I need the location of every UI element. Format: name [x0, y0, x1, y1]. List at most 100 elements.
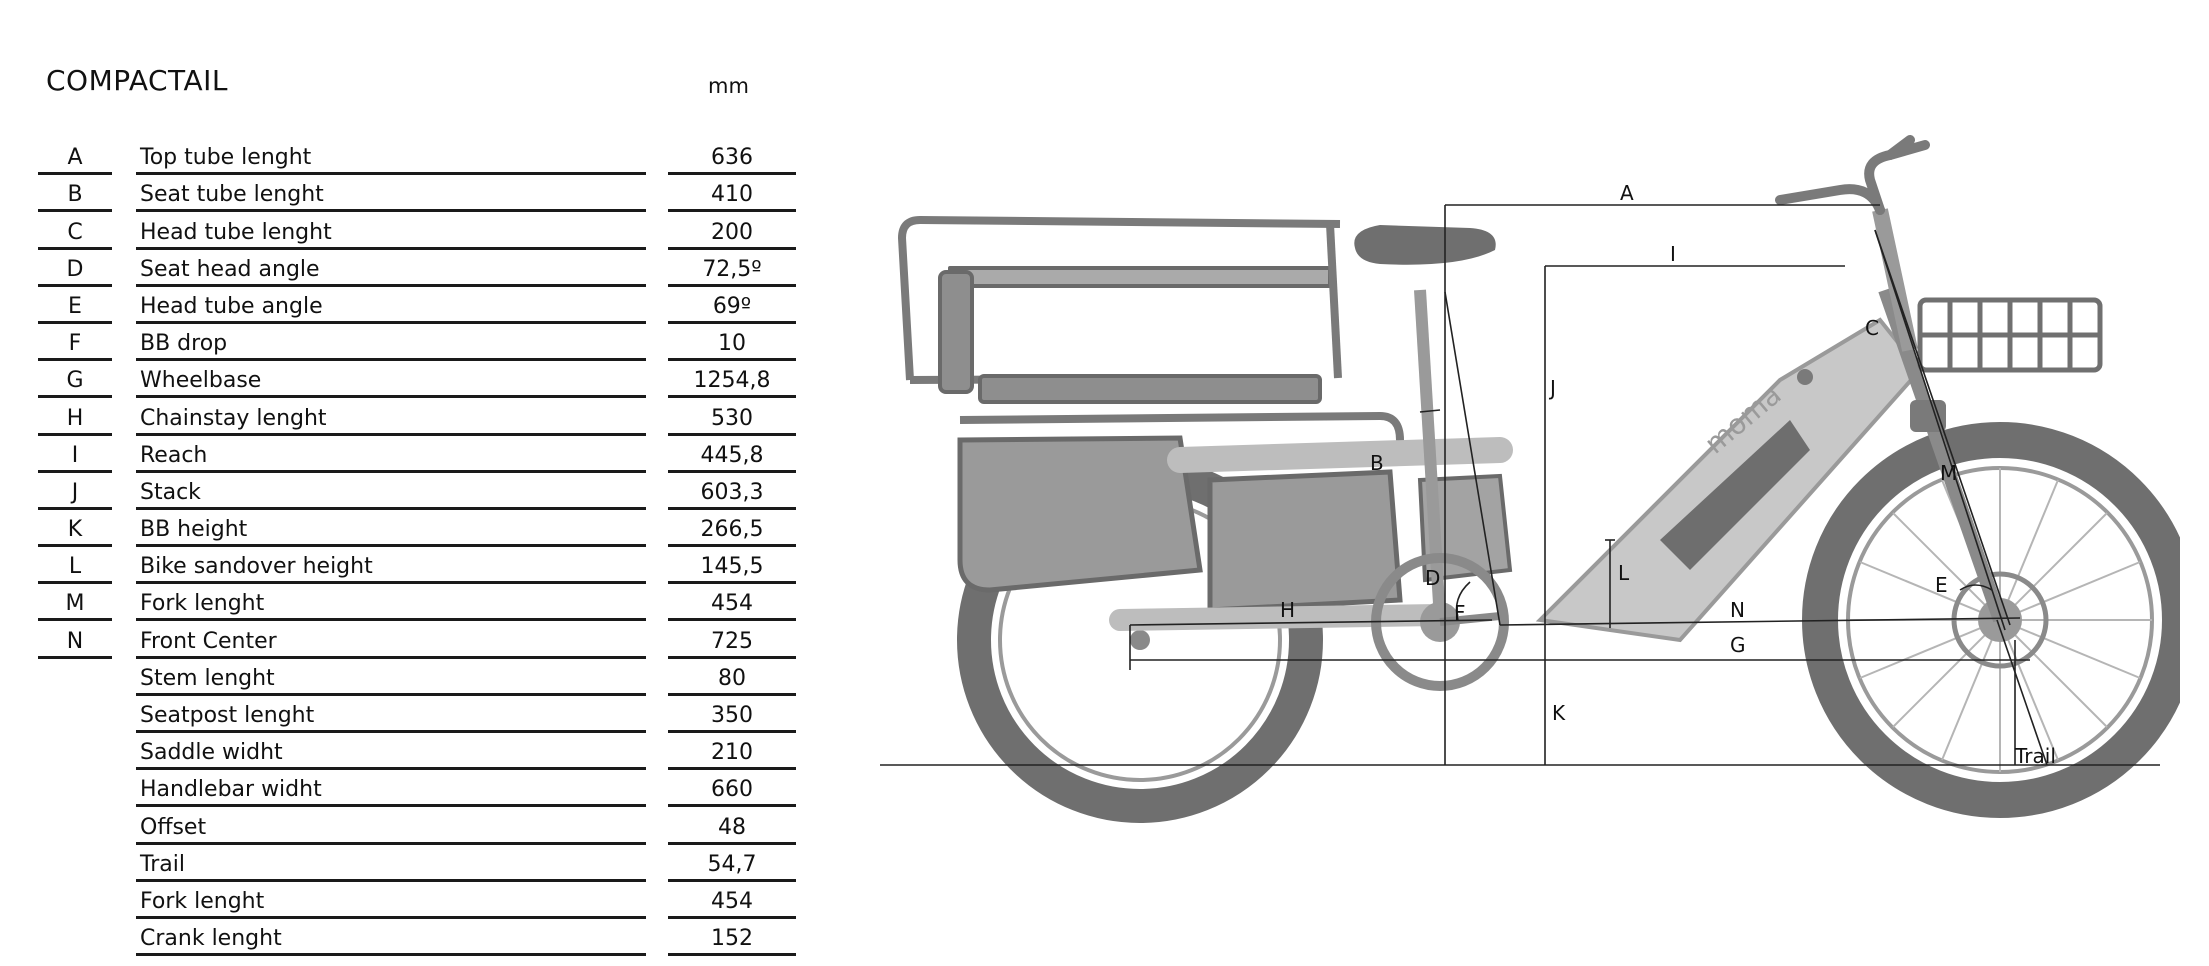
row-spacer [112, 882, 136, 919]
bike-geometry-diagram: moma [880, 135, 2180, 823]
row-letter: F [38, 324, 112, 362]
row-value: 410 [668, 175, 796, 213]
row-measurement-name: Bike sandover height [136, 547, 646, 585]
row-spacer [646, 659, 668, 696]
row-letter: J [38, 473, 112, 510]
dim-label-g: G [1730, 633, 1746, 657]
row-spacer [646, 882, 668, 919]
row-letter: K [38, 510, 112, 548]
row-letter [38, 733, 112, 770]
unit-label: mm [708, 74, 749, 98]
row-measurement-name: Stack [136, 473, 646, 510]
saddle [1354, 225, 1496, 621]
row-spacer [112, 845, 136, 882]
handlebar [1775, 135, 1930, 215]
dim-label-e: E [1935, 573, 1948, 597]
dim-label-h: H [1280, 598, 1295, 622]
row-spacer [112, 212, 136, 249]
row-spacer [112, 770, 136, 807]
row-spacer [112, 547, 136, 584]
row-spacer [646, 733, 668, 770]
row-value: 54,7 [668, 845, 796, 882]
dim-label-c: C [1865, 316, 1879, 340]
row-measurement-name: Front Center [136, 621, 646, 659]
row-spacer [646, 212, 668, 249]
row-spacer [112, 510, 136, 547]
row-letter [38, 696, 112, 733]
row-value: 200 [668, 212, 796, 250]
row-value: 210 [668, 733, 796, 771]
table-row: Saddle widht 210 [38, 733, 796, 771]
row-measurement-name: Chainstay lenght [136, 398, 646, 436]
row-spacer [112, 436, 136, 473]
row-letter: H [38, 398, 112, 436]
row-value: 660 [668, 770, 796, 808]
row-spacer [112, 584, 136, 621]
row-spacer [646, 547, 668, 584]
row-spacer [112, 287, 136, 324]
row-spacer [646, 287, 668, 324]
row-measurement-name: Head tube lenght [136, 212, 646, 250]
row-measurement-name: Fork lenght [136, 584, 646, 622]
row-measurement-name: Top tube lenght [136, 138, 646, 176]
row-value: 145,5 [668, 547, 796, 585]
row-letter: M [38, 584, 112, 622]
row-spacer [646, 845, 668, 882]
table-row: Offset 48 [38, 807, 796, 845]
row-spacer [112, 733, 136, 770]
row-spacer [646, 510, 668, 547]
row-value: 530 [668, 398, 796, 436]
row-spacer [112, 175, 136, 212]
row-spacer [112, 621, 136, 658]
page-title: COMPACTAIL [46, 64, 228, 97]
row-letter: E [38, 287, 112, 324]
row-spacer [646, 250, 668, 287]
row-value: 350 [668, 696, 796, 733]
row-spacer [646, 919, 668, 956]
row-letter: G [38, 361, 112, 399]
row-spacer [646, 770, 668, 807]
row-spacer [646, 138, 668, 175]
row-measurement-name: Fork lenght [136, 882, 646, 919]
row-measurement-name: Crank lenght [136, 919, 646, 957]
row-spacer [646, 696, 668, 733]
row-letter [38, 845, 112, 882]
row-value: 266,5 [668, 510, 796, 548]
row-letter [38, 882, 112, 919]
dim-label-j: J [1548, 376, 1556, 400]
row-spacer [112, 919, 136, 956]
headlight [1910, 400, 1946, 432]
row-measurement-name: Handlebar widht [136, 770, 646, 808]
row-measurement-name: Head tube angle [136, 287, 646, 324]
dim-label-l: L [1618, 561, 1630, 585]
row-letter [38, 919, 112, 956]
row-value: 454 [668, 882, 796, 919]
row-spacer [646, 175, 668, 212]
row-value: 603,3 [668, 473, 796, 510]
row-letter: B [38, 175, 112, 213]
row-spacer [112, 138, 136, 175]
row-measurement-name: BB height [136, 510, 646, 548]
dim-label-m: M [1940, 461, 1957, 485]
row-value: 48 [668, 807, 796, 845]
row-spacer [646, 621, 668, 658]
row-spacer [646, 398, 668, 435]
table-row: J Stack 603,3 [38, 473, 796, 510]
row-spacer [646, 436, 668, 473]
row-spacer [646, 473, 668, 510]
row-value: 69º [668, 287, 796, 324]
row-spacer [112, 807, 136, 844]
row-measurement-name: Offset [136, 807, 646, 845]
row-measurement-name: Saddle widht [136, 733, 646, 771]
row-measurement-name: Wheelbase [136, 361, 646, 399]
dim-label-b: B [1370, 451, 1384, 475]
row-spacer [646, 584, 668, 621]
